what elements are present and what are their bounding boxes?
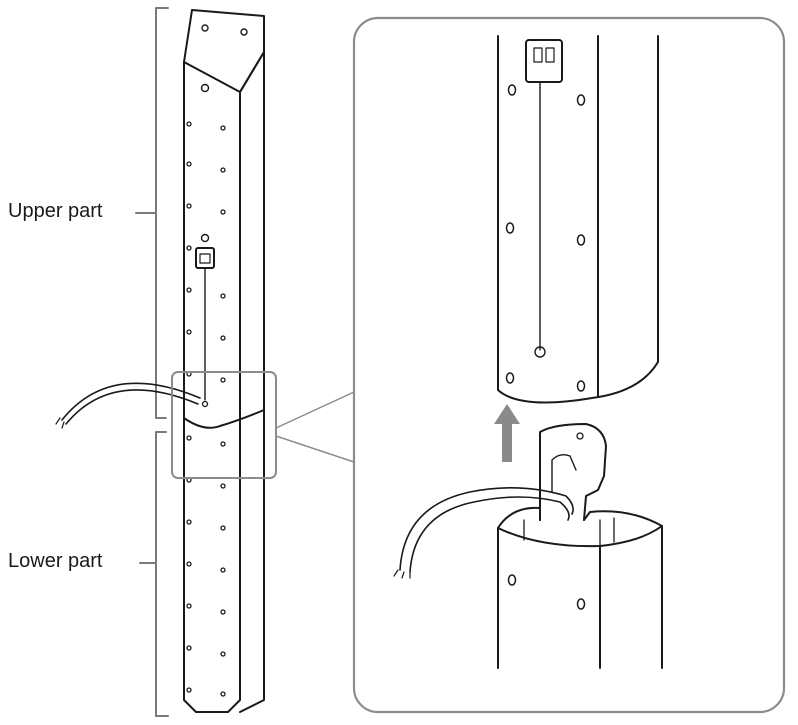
detail-lower-part <box>497 423 663 669</box>
detail-upper-part <box>497 35 659 404</box>
zoom-connector-bottom <box>275 435 355 463</box>
detail-connector <box>525 39 563 83</box>
column-top-cap <box>183 9 265 93</box>
zoom-area <box>171 371 277 479</box>
cable-left <box>61 382 201 421</box>
detail-cable <box>393 487 574 579</box>
upper-part-label: Upper part <box>8 200 103 222</box>
part-bracket <box>135 7 169 717</box>
up-arrow-icon <box>494 404 520 462</box>
detail-panel <box>352 16 786 714</box>
lower-part-label: Lower part <box>8 550 103 572</box>
zoom-connector-top <box>275 391 355 429</box>
connector-slot <box>195 247 215 269</box>
speaker-column-full <box>55 9 265 713</box>
column-joint <box>183 409 265 429</box>
